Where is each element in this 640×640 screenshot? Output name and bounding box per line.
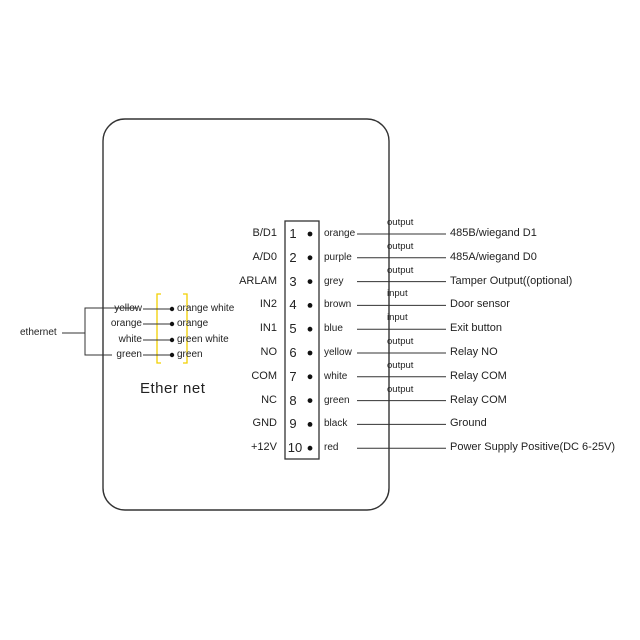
pin-function: Power Supply Positive(DC 6-25V) (450, 441, 616, 454)
pin-dot (307, 255, 313, 261)
ethernet-connector (156, 293, 188, 364)
pin-label: NC (261, 393, 277, 406)
signal-direction: output (387, 264, 414, 276)
wire-color: blue (324, 323, 343, 335)
pin-label: B/D1 (252, 227, 277, 239)
pin-label: IN1 (259, 322, 277, 335)
pin-dot (307, 303, 313, 308)
pin-number: 9 (289, 416, 297, 432)
wire-color: orange (324, 228, 356, 239)
pin-function: Relay COM (450, 393, 507, 406)
pin-dot (307, 374, 313, 380)
pin-label: +12V (251, 441, 277, 454)
pin-number: 2 (289, 249, 297, 265)
pin-number: 3 (289, 273, 297, 289)
wire-color: black (324, 418, 348, 430)
signal-direction: output (387, 383, 414, 395)
signal-direction: output (387, 336, 414, 347)
signal-direction: output (387, 240, 414, 252)
pin-number: 8 (289, 392, 297, 408)
ethernet-group-label: ethernet (20, 327, 57, 338)
signal-direction: input (387, 288, 408, 300)
pin-number: 5 (289, 321, 297, 337)
wire-color: brown (324, 299, 352, 311)
pin-dot (307, 231, 313, 237)
pin-label: IN2 (259, 298, 277, 311)
signal-direction: input (387, 312, 408, 324)
ethernet-title: Ether net (140, 380, 206, 397)
ethernet-pin-dot (169, 337, 175, 343)
pin-dot (307, 326, 313, 332)
wire-color: grey (324, 275, 344, 287)
ethernet-pin-dot (169, 306, 175, 312)
wire-color: green (324, 394, 350, 406)
pin-dot (307, 398, 313, 403)
pin-number: 10 (287, 440, 303, 456)
wire-color: red (324, 442, 339, 454)
wire-color: white (324, 370, 348, 382)
ethernet-inner-color: green (177, 349, 203, 360)
ethernet-inner-color: green white (177, 334, 229, 345)
ethernet-pin-dot (169, 321, 175, 327)
pin-label: ARLAM (239, 274, 277, 287)
pin-number: 6 (289, 345, 297, 360)
pin-label: A/D0 (252, 250, 277, 263)
terminal-block (284, 220, 320, 460)
pin-dot (307, 422, 313, 427)
pin-function: Relay NO (450, 346, 498, 358)
pin-label: NO (260, 346, 278, 358)
ethernet-outer-color: green (116, 349, 142, 360)
pin-function: Door sensor (450, 298, 510, 311)
ethernet-pin-dot (169, 352, 175, 358)
ethernet-inner-color: orange white (177, 303, 235, 314)
ethernet-inner-color: orange (177, 318, 209, 329)
pin-label: COM (251, 369, 277, 382)
pin-number: 1 (289, 226, 297, 241)
pin-function: Tamper Output((optional) (450, 274, 573, 287)
signal-direction: output (387, 217, 414, 228)
pin-function: 485B/wiegand D1 (450, 227, 537, 239)
pin-function: Relay COM (450, 369, 507, 382)
pin-function: Exit button (450, 322, 502, 335)
ethernet-outer-color: orange (110, 318, 142, 329)
pin-function: Ground (450, 417, 487, 430)
wire-color: yellow (324, 347, 352, 358)
pin-function: 485A/wiegand D0 (450, 250, 537, 263)
ethernet-outer-color: white (118, 334, 142, 345)
ethernet-outer-color: yellow (114, 303, 142, 314)
pin-dot (307, 350, 313, 356)
wire-color: purple (324, 251, 352, 263)
pin-number: 7 (289, 368, 297, 384)
pin-dot (307, 279, 313, 284)
pin-label: GND (252, 417, 277, 430)
pin-number: 4 (289, 297, 297, 313)
pin-dot (307, 445, 313, 451)
ethernet-brace (84, 307, 137, 356)
signal-direction: output (387, 359, 414, 371)
